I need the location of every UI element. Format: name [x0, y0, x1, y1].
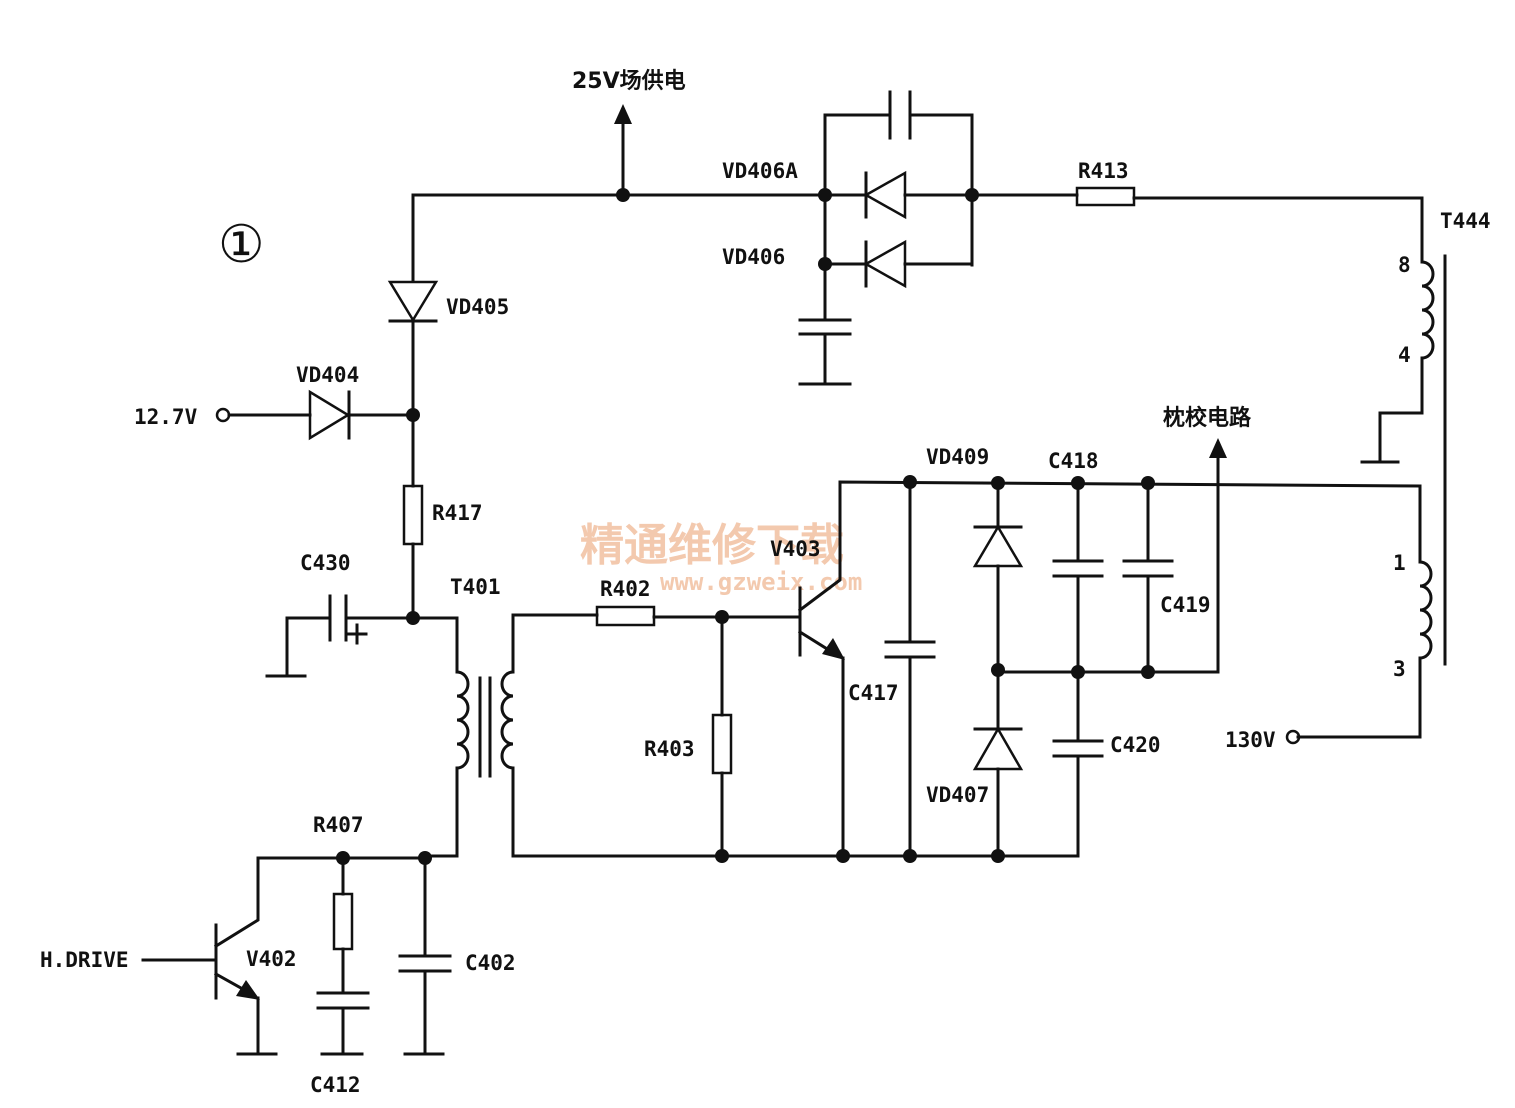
v403-transistor	[797, 480, 1422, 863]
c419-label: C419	[1160, 593, 1211, 617]
vd406a-label: VD406A	[722, 159, 798, 183]
c420-label: C420	[1110, 733, 1161, 757]
c430-capacitor	[265, 594, 420, 678]
vd405-label: VD405	[446, 295, 509, 319]
c402-label: C402	[465, 951, 516, 975]
t444-pin1: 1	[1393, 551, 1406, 575]
c412-label: C412	[310, 1073, 361, 1097]
figure-number: ①	[218, 215, 265, 275]
r413-label: R413	[1078, 159, 1129, 183]
v402-stage	[141, 851, 452, 1056]
vd406-label: VD406	[722, 245, 785, 269]
v130-label: 130V	[1225, 728, 1276, 752]
r402-label: R402	[600, 577, 651, 601]
c418-label: C418	[1048, 449, 1099, 473]
r413-resistor	[970, 186, 1424, 264]
watermark-title: 精通维修下载	[580, 520, 844, 571]
supply-25v-label: 25V场供电	[572, 68, 686, 94]
t401-label: T401	[450, 575, 501, 599]
t444-pin8: 8	[1398, 253, 1411, 277]
t401-transformer	[411, 613, 1079, 858]
vd409-vd407	[972, 476, 1024, 863]
vd409-label: VD409	[926, 445, 989, 469]
vd406-group	[798, 90, 979, 386]
v12-7-label: 12.7V	[134, 405, 198, 429]
r407-label: R407	[313, 813, 364, 837]
v403-label: V403	[770, 537, 821, 561]
c430-label: C430	[300, 551, 351, 575]
v402-label: V402	[246, 947, 297, 971]
vd405-diode	[387, 280, 439, 488]
t444-pin3: 3	[1393, 657, 1406, 681]
r417-resistor	[402, 484, 424, 620]
r403-label: R403	[644, 737, 695, 761]
t444-transformer	[1285, 254, 1447, 745]
vd404-diode	[215, 389, 415, 441]
vd404-label: VD404	[296, 363, 359, 387]
pincushion-label: 枕校电路	[1163, 405, 1252, 431]
watermark-url: www.gzweix.com	[660, 568, 862, 596]
r402-r403	[595, 605, 802, 863]
vd407-label: VD407	[926, 783, 989, 807]
t444-pin4: 4	[1398, 343, 1411, 367]
top-rail	[411, 104, 832, 282]
hdrive-label: H.DRIVE	[40, 948, 129, 972]
r417-label: R417	[432, 501, 483, 525]
c417-label: C417	[848, 681, 899, 705]
c417-capacitor	[884, 475, 936, 863]
t444-label: T444	[1440, 209, 1491, 233]
c418-c419-c420	[996, 438, 1227, 858]
